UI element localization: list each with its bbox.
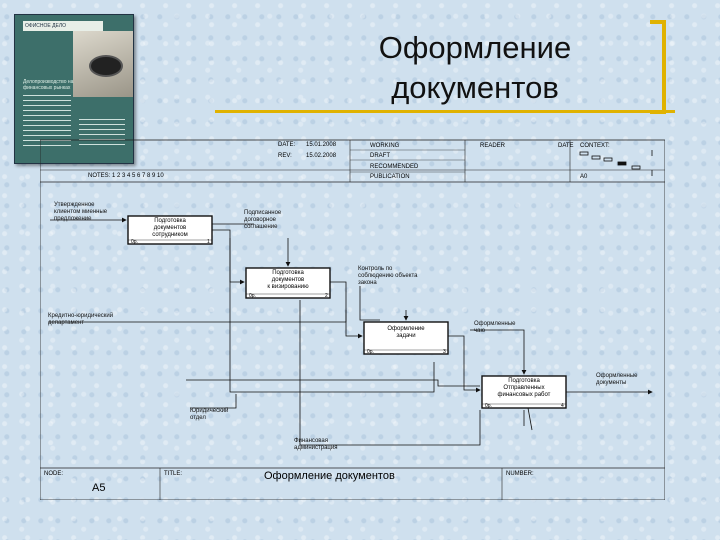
label-output-final-l1: Оформленные	[596, 373, 638, 379]
box4-person: 0р.	[485, 403, 492, 409]
slide-title-line2: документов	[391, 70, 559, 105]
date-label: DATE:	[278, 142, 296, 148]
label-control-l3: закона	[358, 280, 377, 286]
label-signed-l2: чаю	[474, 328, 485, 334]
node-ref: A0	[580, 174, 588, 180]
box1-num: 1	[207, 239, 210, 245]
diagram-arrows	[48, 217, 653, 446]
context-thumbnail	[579, 150, 653, 176]
arrow-legal-box4	[186, 379, 480, 387]
rev-label: REV:	[278, 153, 292, 159]
cover-text-lines	[23, 95, 71, 147]
box3-label1: Оформление	[387, 326, 425, 332]
cover-publisher: ОФИСНОЕ ДЕЛО	[23, 21, 103, 31]
box2-label2: документов	[272, 277, 304, 283]
diagram-frame	[40, 139, 665, 500]
status-recommended: RECOMMENDED	[370, 164, 419, 170]
node-label: NODE:	[44, 471, 63, 477]
box2-label1: Подготовка	[272, 270, 304, 276]
title-underline-decoration	[215, 110, 675, 113]
title-label: TITLE:	[164, 471, 182, 477]
book-cover-image: ОФИСНОЕ ДЕЛО Делопроизводство на финансо…	[14, 14, 134, 164]
arrow-box3-box4	[448, 335, 481, 393]
status-draft: DRAFT	[370, 153, 390, 159]
cover-title: Делопроизводство на финансовых рынках	[23, 79, 74, 91]
slide-title-line1: Оформление	[378, 30, 572, 65]
box1-label3: сотрудником	[152, 232, 187, 238]
label-credit-l2: департамент	[48, 320, 84, 326]
notes: NOTES: 1 2 3 4 5 6 7 8 9 10	[88, 173, 164, 179]
box4-num: 4	[561, 403, 564, 409]
activity-box-2: Подготовка документов к визированию 0р. …	[245, 267, 331, 299]
label-output-final-l2: документы	[596, 380, 626, 386]
arrow-control-law	[359, 286, 380, 321]
label-input1-l1: Утвержденное	[54, 202, 95, 208]
arrow-box2-box3	[330, 281, 363, 339]
activity-box-3: Оформление задачи 0р. 3	[363, 321, 449, 355]
label-output1-l1: Подписанное	[244, 210, 282, 216]
box3-num: 3	[443, 349, 446, 355]
idef0-diagram: DATE: 15.01.2008 REV: 15.02.2008 NOTES: …	[40, 139, 665, 500]
label-legal-l1: Юридический	[190, 407, 228, 414]
label-input1-l3: предложение	[54, 216, 92, 222]
box2-label3: к визированию	[267, 284, 309, 290]
label-finance-l1: Финансовая	[294, 438, 328, 444]
label-signed-l1: Оформленные	[474, 321, 516, 327]
cover-text-lines-secondary	[79, 119, 125, 147]
arrow-legal-dept	[190, 394, 237, 409]
box4-label1: Подготовка	[508, 378, 540, 384]
label-finance-l2: администрация	[294, 445, 337, 451]
box4-label3: финансовых работ	[498, 392, 551, 398]
label-input1-l2: клиентом миенные	[54, 209, 108, 215]
date-value: 15.01.2008	[306, 142, 337, 148]
box3-label2: задачи	[396, 333, 415, 339]
box1-person: 0р.	[131, 239, 138, 245]
node-value: А5	[92, 482, 105, 494]
label-control-l2: соблюдению объекта	[358, 273, 418, 279]
diagram-header: DATE: 15.01.2008 REV: 15.02.2008 NOTES: …	[40, 140, 665, 183]
activity-box-1: Подготовка документов сотрудником 0р. 1	[127, 215, 213, 245]
label-legal-l2: отдел	[190, 415, 206, 421]
date2-label: DATE	[558, 143, 574, 149]
box2-person: 0р.	[249, 293, 256, 299]
arrow-finance	[299, 300, 481, 446]
context-label: CONTEXT:	[580, 143, 610, 149]
activity-box-4: Подготовка Отправленных финансовых работ…	[481, 375, 567, 409]
rev-value: 15.02.2008	[306, 153, 337, 159]
label-credit-l1: Кредитно-юридический	[48, 312, 113, 319]
title-value: Оформление документов	[264, 470, 395, 482]
status-publication: PUBLICATION	[370, 174, 410, 180]
slide-title: Оформление документов	[340, 28, 610, 108]
box4-label2: Отправленных	[503, 385, 544, 391]
number-label: NUMBER:	[506, 471, 534, 477]
coffee-cup-icon	[89, 55, 123, 77]
status-working: WORKING	[370, 143, 400, 149]
label-output1-l2: договорное	[244, 217, 277, 223]
diagram-footer: NODE: А5 TITLE: Оформление документов NU…	[40, 467, 665, 500]
reader-label: READER	[480, 143, 506, 149]
label-control-l1: Контроль по	[358, 266, 393, 272]
box3-person: 0р.	[367, 349, 374, 355]
box1-label1: Подготовка	[154, 218, 186, 224]
label-output1-l3: соглашение	[244, 224, 278, 230]
arrow-credit	[48, 310, 347, 323]
arrow-control-box4	[470, 329, 527, 375]
title-bracket-decoration	[650, 20, 666, 114]
box1-label2: документов	[154, 225, 186, 231]
arrow-box1-box2	[212, 229, 245, 285]
arrow-labels: Утвержденное клиентом миенные предложени…	[48, 202, 638, 451]
box2-num: 2	[325, 293, 328, 299]
arrow-box4-mech2	[527, 407, 533, 431]
arrow-legal	[229, 238, 435, 393]
